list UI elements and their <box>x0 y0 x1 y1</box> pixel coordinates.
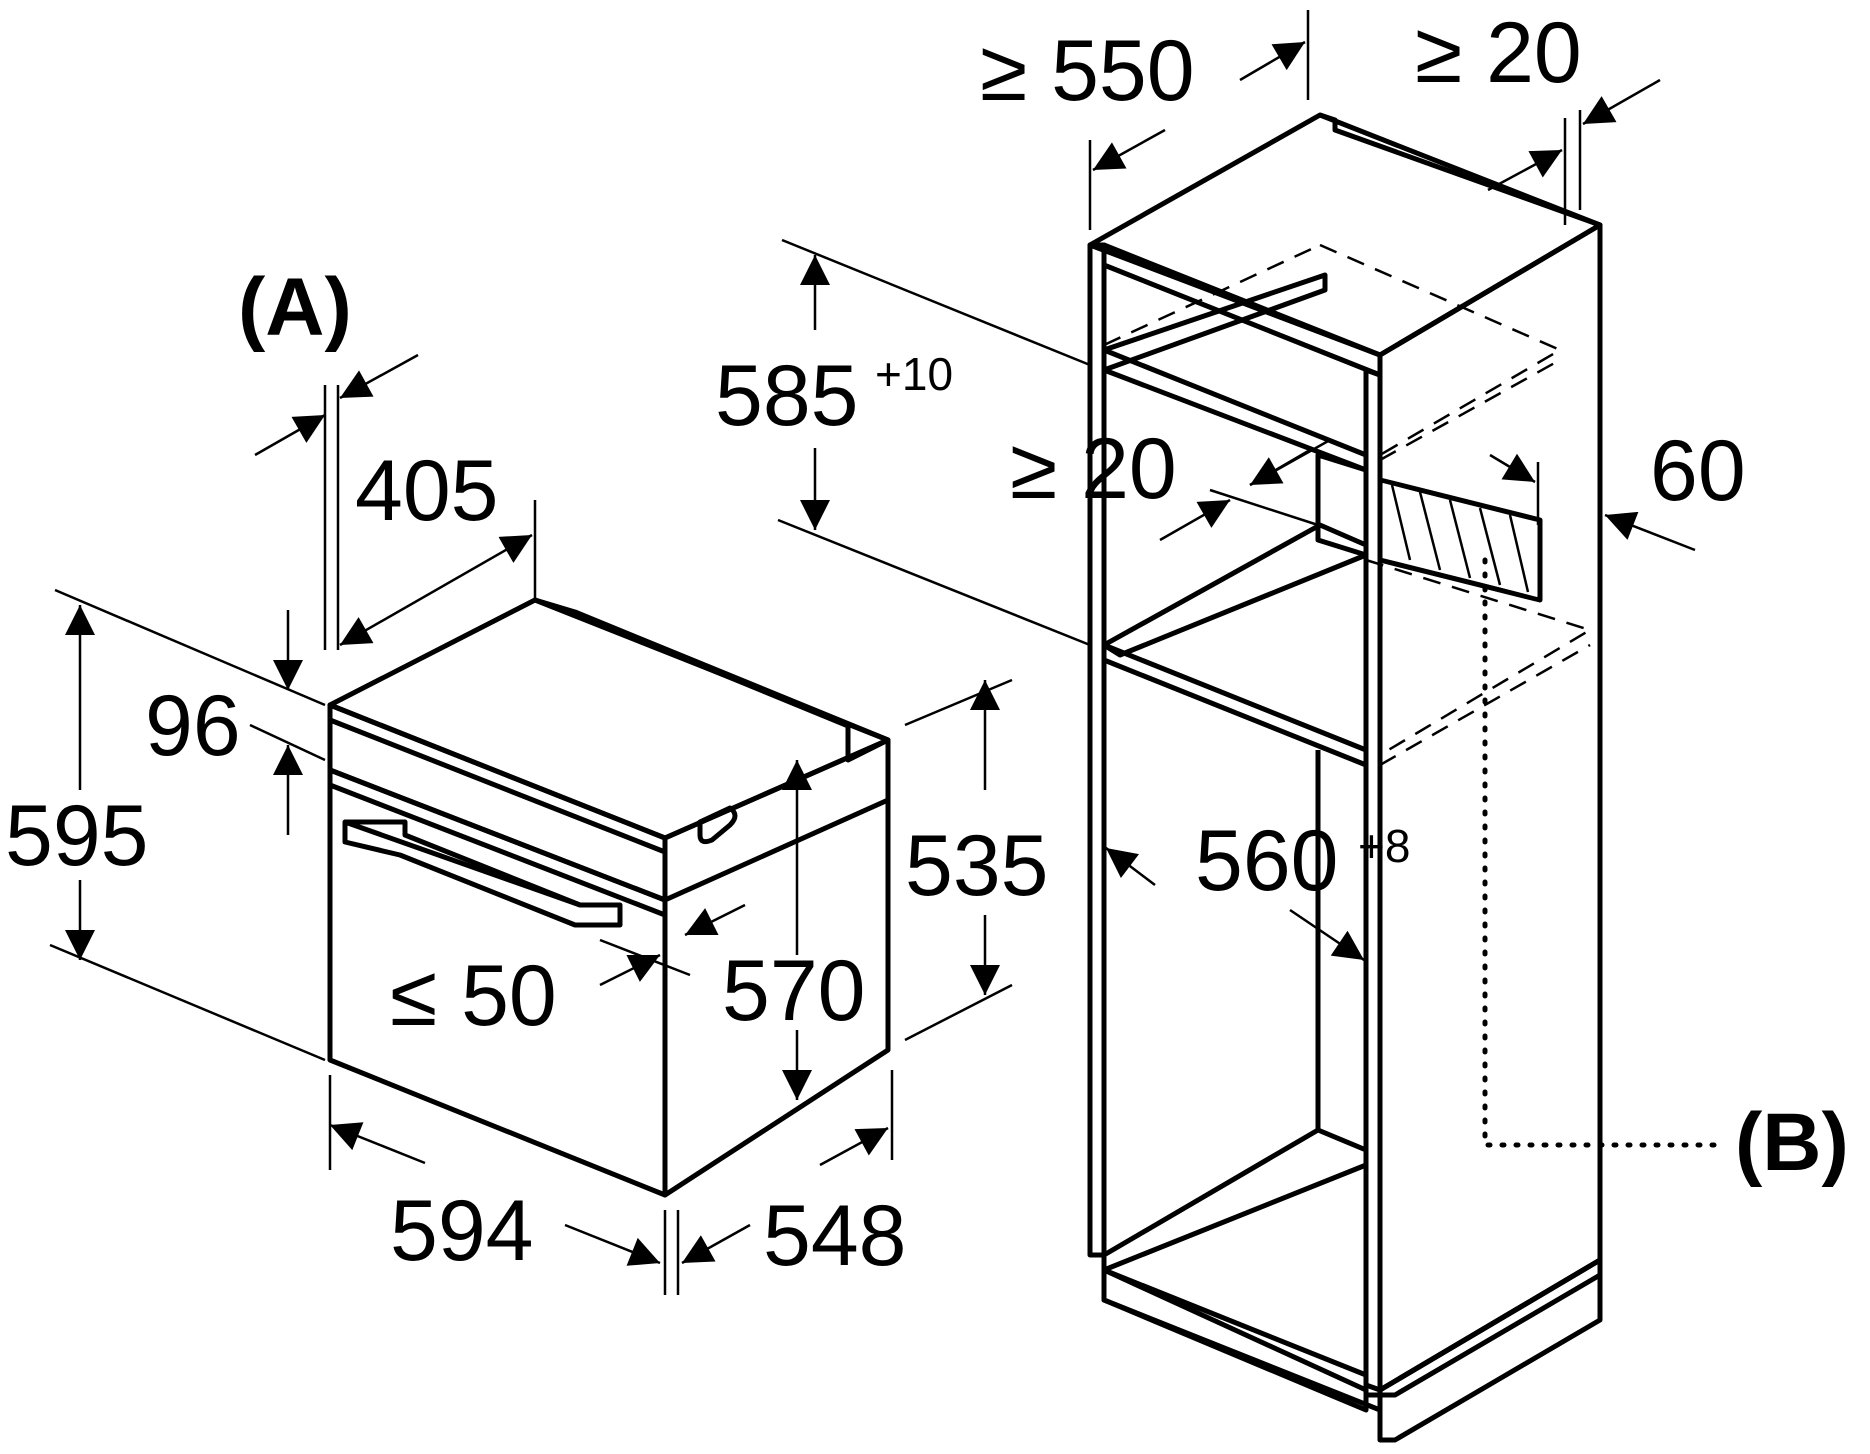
a-arrow-right <box>339 353 419 400</box>
cabinet-left-post <box>1087 242 1107 1258</box>
oven-back-lip <box>573 609 890 763</box>
dim-548: 548 <box>763 1188 907 1284</box>
label-b: (B) <box>1735 1097 1849 1188</box>
dim-20-mid: ≥ 20 <box>1010 421 1177 517</box>
a-arrow-left <box>254 413 326 457</box>
dim-20-top: ≥ 20 <box>1415 5 1582 101</box>
d50-arrow-top <box>684 903 746 937</box>
cabinet-dimensions <box>777 10 1696 962</box>
dim-535: 535 <box>905 818 1049 914</box>
d20m-arrow-bot <box>1159 498 1231 542</box>
cabinet-drawing <box>1087 112 1728 1443</box>
d595-guide-bot <box>49 943 326 1062</box>
oven-handle <box>342 819 623 928</box>
dim-50: ≤ 50 <box>390 948 557 1044</box>
oven-panel-edge <box>329 717 666 855</box>
d548-arrow-left <box>681 1223 751 1265</box>
dim-550: ≥ 550 <box>980 23 1195 119</box>
dim-570: 570 <box>722 943 866 1039</box>
d548-arrow-right <box>819 1126 889 1167</box>
oven-handle-top <box>344 819 581 908</box>
d550-arrow-left <box>1092 128 1166 172</box>
oven-side-ledge <box>663 797 890 903</box>
cabinet-plinth-front <box>1101 1267 1369 1413</box>
vent-hatching <box>1390 484 1530 593</box>
dim-405: 405 <box>355 443 499 539</box>
dim-595: 595 <box>5 788 149 884</box>
d560-arrow-left <box>1105 847 1156 886</box>
d594-arrow-right <box>564 1223 661 1266</box>
cabinet-top-face <box>1087 112 1603 358</box>
vent-cutout <box>1377 477 1543 603</box>
cabinet-plinth-side <box>1377 1257 1603 1443</box>
cabinet-top-back-edge <box>1319 112 1601 228</box>
d585-guide-top <box>781 238 1091 367</box>
dim-60: 60 <box>1650 423 1746 519</box>
cabinet-oven-shelf-front <box>1101 642 1369 768</box>
hidden-edge-lower <box>1365 558 1594 757</box>
dim-560-tolerance: +8 <box>1358 820 1410 872</box>
oven-side-clip <box>697 805 738 845</box>
label-a: (A) <box>238 262 352 353</box>
d50-guide <box>599 938 691 977</box>
d535-guide-bot <box>904 983 1013 1042</box>
cabinet-plinth <box>1101 1257 1603 1413</box>
dim-560: 560 <box>1195 813 1339 909</box>
d20t-arrow-left <box>1487 148 1563 192</box>
d594-arrow-left <box>329 1122 426 1165</box>
d585-guide-bot <box>777 518 1091 647</box>
d20t-arrow-right <box>1582 78 1661 126</box>
hidden-edge-top <box>1319 243 1563 457</box>
dim-585: 585 <box>715 348 859 444</box>
vent-duct <box>1315 452 1369 558</box>
dim-585-tolerance: +10 <box>875 348 953 400</box>
d560-arrow-right <box>1289 908 1365 962</box>
d405-line <box>339 533 533 647</box>
d50-arrow-bot <box>599 953 661 987</box>
cabinet-bottom-shelf <box>1101 1127 1369 1273</box>
dim-96: 96 <box>145 678 241 774</box>
b-leader <box>1482 557 1728 1148</box>
labels: (A) (B) 405 96 595 535 570 ≤ 50 594 548 … <box>5 5 1849 1284</box>
dim-594: 594 <box>390 1183 534 1279</box>
hidden-edge-back-top <box>1103 243 1321 347</box>
d60-arrow-left <box>1489 453 1536 484</box>
d20m-guide <box>1209 488 1319 527</box>
oven-dimensions <box>49 353 1013 1295</box>
hidden-edge-lower-2 <box>1379 643 1591 767</box>
d60-arrow-right <box>1604 511 1696 552</box>
d96-guide-bot <box>249 723 326 762</box>
hidden-edge-mid <box>1379 358 1561 462</box>
oven-door-top-edge <box>329 782 666 918</box>
d550-arrow-right <box>1239 40 1306 82</box>
oven-drawing <box>327 597 891 1198</box>
d20m-arrow-top <box>1249 438 1331 487</box>
oven-side-face <box>662 737 891 1198</box>
d535-guide-top <box>904 678 1013 727</box>
